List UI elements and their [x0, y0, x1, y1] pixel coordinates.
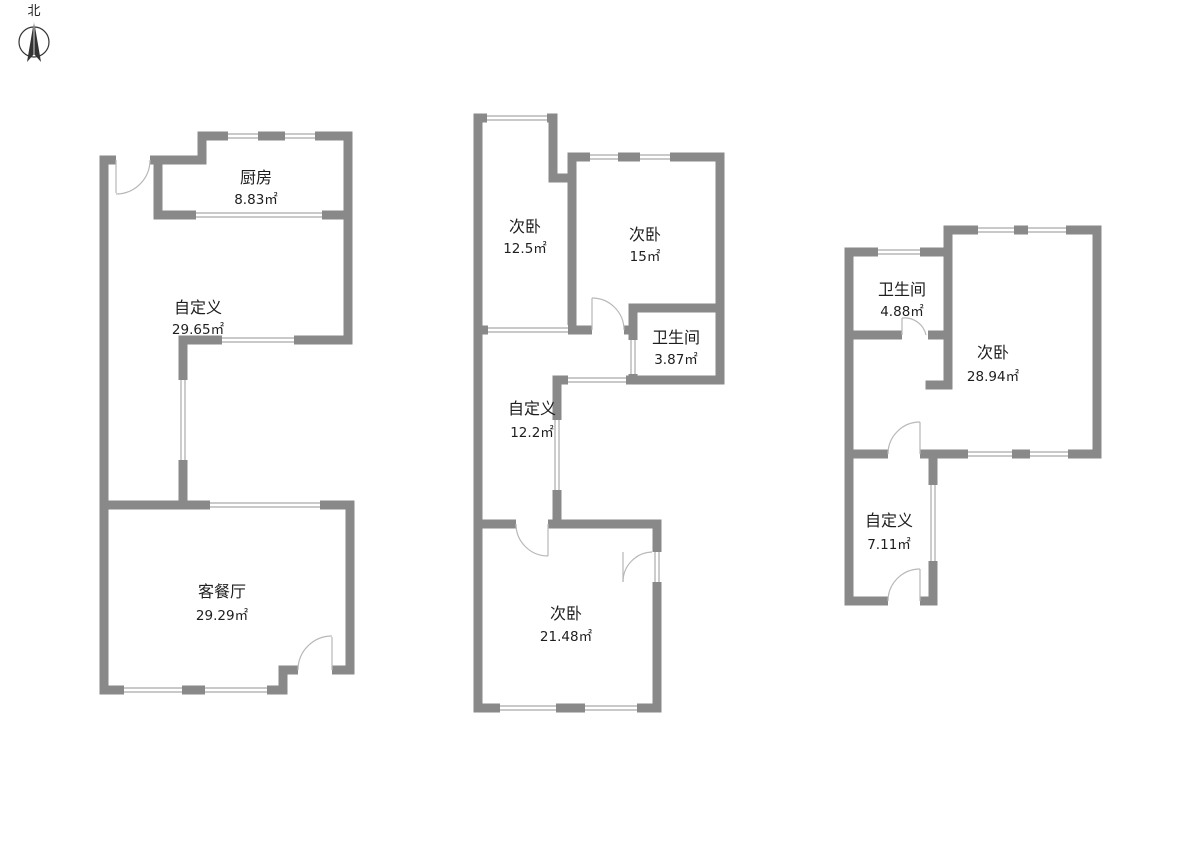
window	[978, 225, 1014, 235]
room-label-bathroom: 卫生间 4.88㎡	[878, 280, 926, 320]
compass: 北	[18, 4, 50, 62]
room-label-bathroom: 卫生间 3.87㎡	[652, 328, 700, 368]
door	[887, 421, 921, 460]
room-area: 12.5㎡	[503, 241, 547, 257]
room-name: 次卧	[629, 225, 661, 244]
window	[488, 325, 568, 335]
window	[585, 703, 637, 713]
wall-outline	[99, 131, 353, 220]
room-label-custom: 自定义 29.65㎡	[172, 298, 225, 338]
window	[652, 552, 662, 582]
window	[210, 500, 320, 510]
room-name: 自定义	[508, 399, 556, 418]
door	[901, 317, 928, 341]
window	[205, 685, 267, 695]
room-label-kitchen: 厨房 8.83㎡	[234, 168, 278, 208]
room-label-bedroom: 次卧 21.48㎡	[540, 604, 593, 645]
door	[887, 568, 921, 607]
window	[590, 152, 618, 162]
window	[222, 335, 294, 345]
room-area: 7.11㎡	[867, 537, 911, 553]
window	[196, 210, 322, 220]
room-name: 次卧	[509, 217, 541, 236]
door	[622, 546, 653, 583]
window	[1030, 449, 1068, 459]
window	[928, 485, 938, 561]
room-area: 21.48㎡	[540, 629, 593, 645]
room-name: 自定义	[865, 511, 913, 530]
wall-outline	[844, 225, 1102, 606]
window	[628, 340, 638, 374]
room-area: 8.83㎡	[234, 192, 278, 208]
window	[552, 420, 562, 490]
window	[487, 113, 547, 123]
room-area: 28.94㎡	[967, 369, 1020, 385]
room-area: 4.88㎡	[880, 304, 924, 320]
window	[500, 703, 556, 713]
room-area: 15㎡	[630, 249, 661, 265]
room-area: 29.29㎡	[196, 608, 249, 624]
floor-block-1	[99, 131, 355, 695]
room-label-custom: 自定义 12.2㎡	[508, 399, 556, 441]
window	[178, 380, 188, 460]
window	[228, 131, 258, 141]
compass-label: 北	[27, 4, 40, 19]
room-name: 客餐厅	[198, 582, 246, 601]
window	[968, 449, 1012, 459]
room-label-bedroom: 次卧 28.94㎡	[967, 343, 1020, 385]
room-name: 次卧	[550, 604, 582, 623]
room-name: 自定义	[174, 298, 222, 317]
door	[297, 635, 333, 676]
room-label-living-dining: 客餐厅 29.29㎡	[196, 582, 249, 624]
room-label-custom: 自定义 7.11㎡	[865, 511, 913, 553]
room-area: 12.2㎡	[510, 425, 554, 441]
room-label-bedroom: 次卧 15㎡	[629, 225, 661, 265]
floor-block-2	[473, 113, 725, 713]
window	[640, 152, 670, 162]
room-area: 29.65㎡	[172, 322, 225, 338]
door	[515, 518, 549, 557]
room-name: 卫生间	[652, 328, 700, 347]
floor-block-3	[844, 225, 1102, 607]
room-label-bedroom: 次卧 12.5㎡	[503, 217, 547, 257]
room-name: 卫生间	[878, 280, 926, 299]
window	[1028, 225, 1066, 235]
window	[878, 247, 920, 257]
room-name: 次卧	[977, 343, 1009, 362]
window	[124, 685, 182, 695]
door	[115, 154, 151, 195]
door	[591, 297, 625, 336]
window	[568, 375, 626, 385]
window	[285, 131, 315, 141]
room-area: 3.87㎡	[654, 352, 698, 368]
room-name: 厨房	[240, 168, 272, 187]
